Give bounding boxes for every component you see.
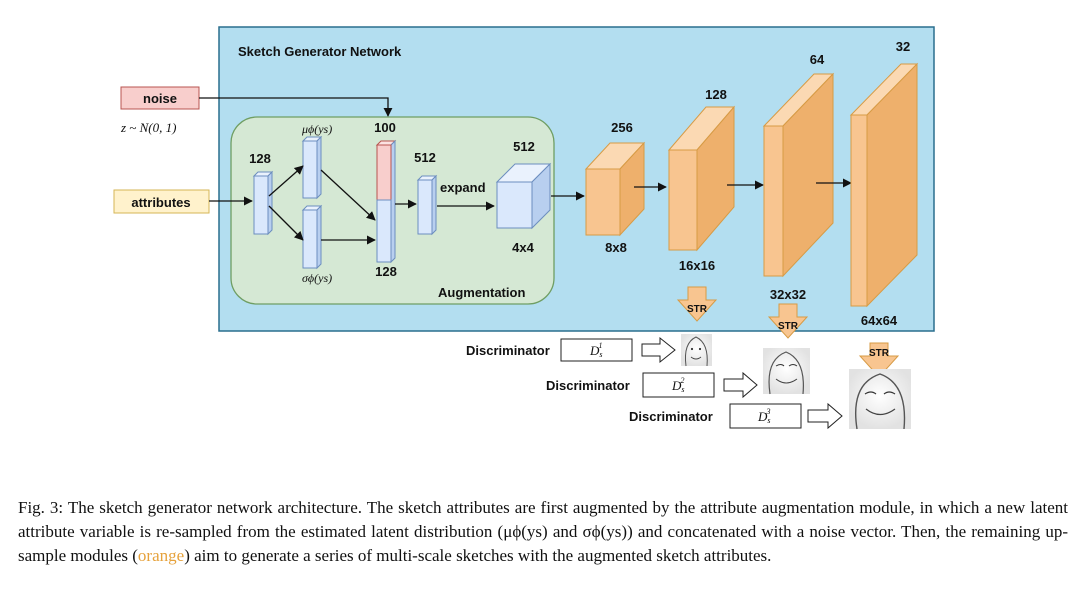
attributes-label: attributes (131, 195, 190, 210)
architecture-diagram: Sketch Generator Network Augmentation no… (113, 26, 935, 430)
discriminator-3-box (729, 403, 802, 429)
channels-2: 128 (705, 87, 727, 102)
size-3: 32x32 (770, 287, 806, 302)
fc-vector-block (416, 174, 438, 236)
noise-arrow (199, 97, 393, 117)
sketch-face-2 (763, 348, 810, 395)
arrow-to-sigma (268, 205, 304, 241)
discriminator-3-label: Discriminator (629, 409, 713, 424)
svg-text:STR: STR (778, 321, 799, 332)
str-arrow-1: STR (676, 286, 718, 322)
upsample-block-16x16 (667, 105, 736, 252)
noise-distribution: z ~ N(0, 1) (120, 120, 176, 135)
dim-resampled: 128 (375, 264, 397, 279)
mu-label: μϕ(ys) (301, 122, 332, 136)
discriminator-2-arrow (723, 371, 758, 399)
upsample-block-64x64 (849, 62, 919, 308)
figure-caption: Fig. 3: The sketch generator network arc… (18, 496, 1068, 568)
dim-cube: 512 (513, 139, 535, 154)
expand-label: expand (440, 180, 486, 195)
size-1: 8x8 (605, 240, 627, 255)
upsample-block-8x8 (584, 141, 646, 237)
channels-3: 64 (810, 52, 825, 67)
concat-vector-block (375, 139, 397, 264)
augmentation-label: Augmentation (438, 285, 525, 300)
caption-part-1: Fig. 3: The sketch generator network arc… (18, 498, 1068, 565)
discriminator-2-box (642, 372, 715, 398)
sigma-label: σϕ(ys) (302, 271, 332, 285)
dim-attr: 128 (249, 151, 271, 166)
channels-4: 32 (896, 39, 910, 54)
sketch-face-1 (681, 334, 712, 367)
str-arrow-3: STR (858, 342, 900, 378)
dim-noise: 100 (374, 120, 396, 135)
discriminator-2-symbol: Ds2 (671, 376, 685, 394)
discriminator-1-arrow (641, 336, 676, 364)
mu-vector-block (301, 135, 323, 200)
str-arrow-2: STR (767, 303, 809, 339)
noise-label: noise (143, 91, 177, 106)
panel-title: Sketch Generator Network (238, 44, 402, 59)
discriminator-1-label: Discriminator (466, 343, 550, 358)
arrow-to-mu (268, 165, 304, 197)
discriminator-1-box (560, 338, 633, 362)
channels-1: 256 (611, 120, 633, 135)
size-4: 64x64 (861, 313, 898, 328)
discriminator-3-symbol: Ds3 (757, 407, 771, 425)
upsample-block-32x32 (762, 72, 835, 278)
svg-text:STR: STR (869, 348, 890, 359)
discriminator-3-arrow (807, 402, 843, 430)
sigma-vector-block (301, 204, 323, 270)
dim-fc: 512 (414, 150, 436, 165)
size-2: 16x16 (679, 258, 715, 273)
svg-text:STR: STR (687, 304, 708, 315)
caption-highlight: orange (137, 546, 185, 565)
caption-part-2: ) aim to generate a series of multi-scal… (184, 546, 772, 565)
discriminator-1-symbol: Ds1 (589, 341, 603, 359)
discriminator-2-label: Discriminator (546, 378, 630, 393)
size-cube: 4x4 (512, 240, 534, 255)
latent-cube (495, 162, 552, 230)
sketch-face-3 (849, 369, 911, 430)
attr-vector-block (252, 170, 274, 236)
arrow-mu-to-concat (320, 169, 376, 221)
